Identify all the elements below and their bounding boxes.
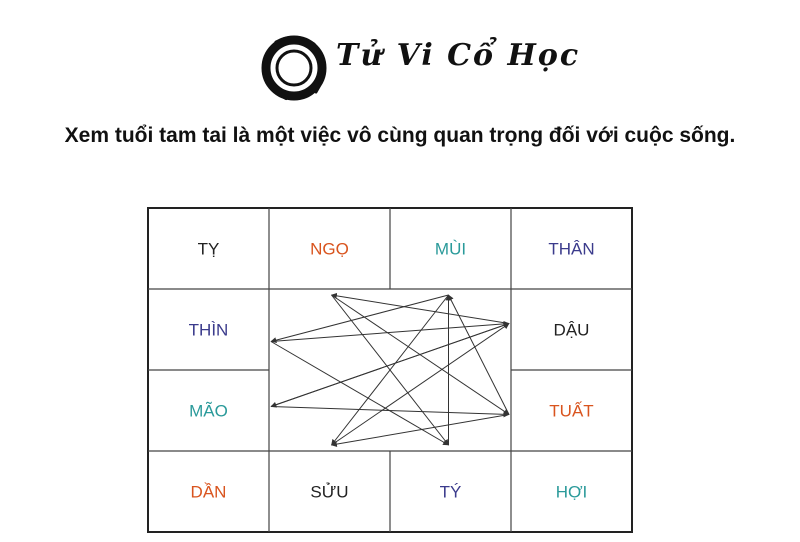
arrow-tuat-to-mui	[448, 294, 510, 415]
grid-lines	[147, 207, 633, 533]
cell-label-tuat: TUẤT	[549, 402, 593, 421]
arrow-suu-to-dau	[331, 323, 510, 446]
arrow-thin-to-ty_rat	[270, 341, 450, 446]
arrow-thin-to-dau	[270, 320, 510, 342]
arrow-layer	[270, 292, 510, 448]
cell-label-suu: SỬU	[310, 483, 348, 502]
cell-label-dau: DẬU	[554, 321, 590, 340]
cell-label-dan: DẦN	[191, 483, 227, 502]
cell-label-mao: MÃO	[189, 402, 228, 421]
cell-label-than: THÂN	[548, 240, 594, 259]
arrow-mui-to-thin	[270, 294, 449, 344]
cell-label-ty_rat: TÝ	[440, 483, 462, 502]
arrow-mui-to-suu	[331, 294, 449, 446]
cell-label-thin: THÌN	[189, 321, 229, 340]
label-layer: TỴ NGỌ MÙI THÂN THÌN DẬU MÃO TUẤT DẦN SỬU TÝ HỢI	[189, 240, 595, 502]
arrow-mao-to-dau	[270, 322, 510, 407]
arrow-dau-to-ngo	[330, 292, 510, 324]
arrow-tuat-to-suu	[330, 414, 510, 448]
cell-label-mui: MÙI	[435, 240, 466, 259]
arrow-mao-to-tuat	[270, 406, 510, 418]
ink-ring-icon	[261, 35, 327, 101]
cell-label-ty_snake: TỴ	[198, 240, 220, 259]
headline: Xem tuổi tam tai là một việc vô cùng qua…	[64, 124, 736, 147]
cell-label-hoi: HỢI	[556, 483, 588, 502]
logo-text: Tử Vi Cổ Học	[336, 38, 581, 73]
cell-label-ngo: NGỌ	[310, 240, 349, 259]
logo: Tử Vi Cổ Học	[256, 30, 578, 106]
